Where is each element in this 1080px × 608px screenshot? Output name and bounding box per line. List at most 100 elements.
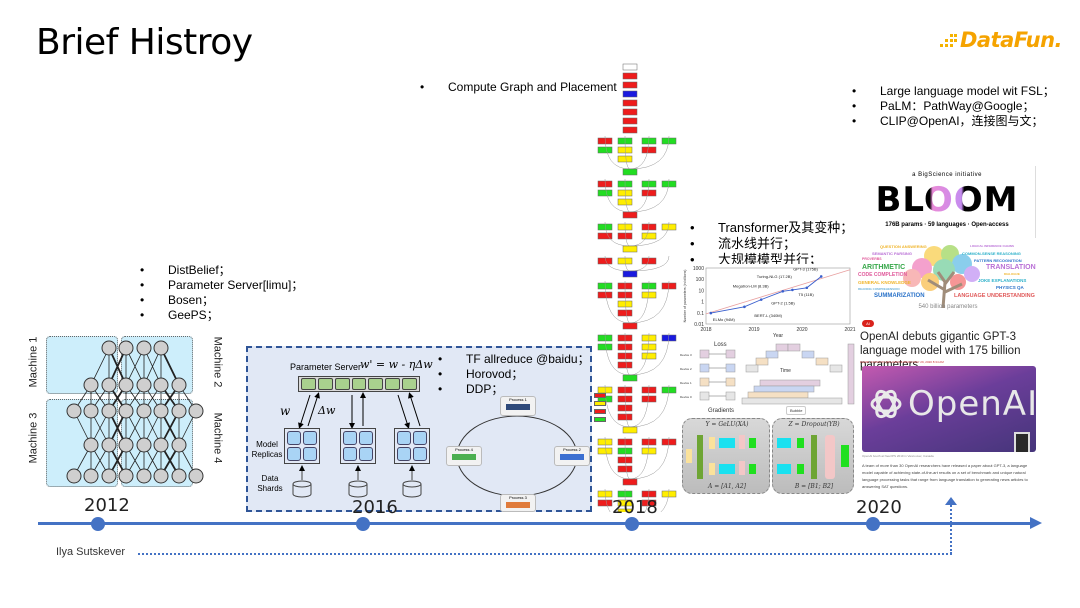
bullet-item: 大规模模型并行； xyxy=(690,252,853,268)
milestone-2020[interactable] xyxy=(866,517,880,531)
op-node xyxy=(597,447,613,455)
op-node xyxy=(641,343,657,351)
op-node xyxy=(617,456,633,464)
op-edge xyxy=(629,436,650,480)
machine-2-label: Machine 2 xyxy=(211,336,224,388)
placed-op-node xyxy=(594,393,606,398)
op-node xyxy=(641,447,657,455)
bullet-item: CLIP@OpenAI，连接图与文； xyxy=(852,114,1055,129)
op-node xyxy=(641,291,657,299)
op-edge xyxy=(629,221,670,247)
bubble-label: Bubble xyxy=(786,406,807,415)
palm-card: 540 billion parameters QUESTION ANSWERIN… xyxy=(858,242,1038,316)
op-node xyxy=(597,343,613,351)
milestone-2012[interactable] xyxy=(91,517,105,531)
nn-node xyxy=(101,403,117,419)
year-2018: 2018 xyxy=(612,497,658,518)
op-node xyxy=(617,232,633,240)
op-edge xyxy=(604,488,611,512)
w-label: w xyxy=(280,404,291,418)
op-edge xyxy=(629,436,670,480)
bullet-item: PaLM：PathWay@Google； xyxy=(852,99,1055,114)
op-node xyxy=(617,352,633,360)
op-edge xyxy=(629,135,670,170)
op-edge xyxy=(629,332,650,376)
z-out-block xyxy=(841,445,849,467)
bullet-item: Horovod； xyxy=(438,367,590,382)
palm-task-label: DIALOGUE xyxy=(1004,272,1020,276)
op-node xyxy=(622,211,638,219)
a-partition: A = [A1, A2] xyxy=(708,483,746,490)
op-node xyxy=(622,108,638,116)
op-node xyxy=(641,232,657,240)
gpt3-article-card: AI OpenAI debuts gigantic GPT-3 language… xyxy=(858,316,1040,496)
yb-block xyxy=(777,438,791,448)
bullet-item: 流水线并行； xyxy=(690,236,853,252)
op-node xyxy=(641,352,657,360)
machine-4-label: Machine 4 xyxy=(211,412,224,464)
dropout-title: Z = Dropout(YB) xyxy=(788,421,840,428)
palm-task-label: PATTERN RECOGNITION xyxy=(974,258,1022,263)
article-body: A team of more than 30 OpenAI researcher… xyxy=(862,463,1028,489)
screen xyxy=(1014,432,1030,452)
x-block xyxy=(686,449,692,463)
x-block xyxy=(709,463,715,475)
bullets-2016: TF allreduce @baidu； Horovod； DDP； xyxy=(438,352,590,397)
nn-node xyxy=(118,340,134,356)
milestone-2018[interactable] xyxy=(625,517,639,531)
op-node xyxy=(617,413,633,421)
nn-node xyxy=(171,403,187,419)
op-node xyxy=(622,72,638,80)
op-edge xyxy=(629,384,670,428)
nn-node xyxy=(171,437,187,453)
megatron-dropout-figure: Z = Dropout(YB) B = [B1; B2] xyxy=(772,418,854,494)
op-edge xyxy=(624,488,627,512)
x-tick-label: 2019 xyxy=(748,327,759,333)
op-node xyxy=(597,499,613,507)
nn-node xyxy=(136,377,152,393)
palm-task-label: LANGUAGE UNDERSTANDING xyxy=(954,293,1035,299)
palm-task-label: QUESTION ANSWERING xyxy=(880,244,927,249)
data-label: T5 (11B) xyxy=(798,292,814,297)
ps-arrows xyxy=(298,392,421,429)
op-node xyxy=(617,155,633,163)
nn-node xyxy=(188,468,204,484)
op-edge xyxy=(624,135,631,170)
data-label: GPT-3 (175B) xyxy=(793,266,818,271)
data-label: BERT-L (340M) xyxy=(754,313,782,318)
data-point xyxy=(781,290,785,293)
op-edge xyxy=(624,280,631,324)
nn-node xyxy=(101,377,117,393)
openai-photo: OpenAI xyxy=(862,366,1036,452)
op-edge xyxy=(629,178,650,213)
op-edge xyxy=(660,488,670,512)
op-node xyxy=(641,146,657,154)
x-tick-label: 2020 xyxy=(796,327,807,333)
nn-node xyxy=(153,377,169,393)
bullet-item: Bosen； xyxy=(140,293,303,308)
year-2012: 2012 xyxy=(84,495,130,516)
datafun-logo: DataFun. xyxy=(940,28,1063,52)
nn-node xyxy=(153,403,169,419)
bloom-name: BLOOM xyxy=(875,180,1019,220)
xa-block xyxy=(719,464,735,474)
op-node xyxy=(617,508,633,512)
milestone-2016[interactable] xyxy=(356,517,370,531)
device-label: Device 3 xyxy=(680,353,692,357)
model-replica xyxy=(394,428,430,464)
compute-graph-figure xyxy=(597,63,677,512)
ps-shard xyxy=(368,378,384,390)
model-replica xyxy=(340,428,376,464)
x-tick-label: 2018 xyxy=(700,327,711,333)
op-node xyxy=(622,270,638,278)
b-partition: B = [B1; B2] xyxy=(794,483,834,490)
process-buffer xyxy=(560,454,584,460)
palm-task-label: ARITHMETIC xyxy=(862,264,906,271)
palm-task-label: READING COMPREHENSION xyxy=(858,287,900,291)
bullet-item: Transformer及其变种； xyxy=(690,220,853,236)
process-label: Process 2 xyxy=(563,447,581,452)
op-node xyxy=(622,126,638,134)
palm-task-label: GENERAL KNOWLEDGE xyxy=(858,280,911,285)
nn-node xyxy=(118,468,134,484)
